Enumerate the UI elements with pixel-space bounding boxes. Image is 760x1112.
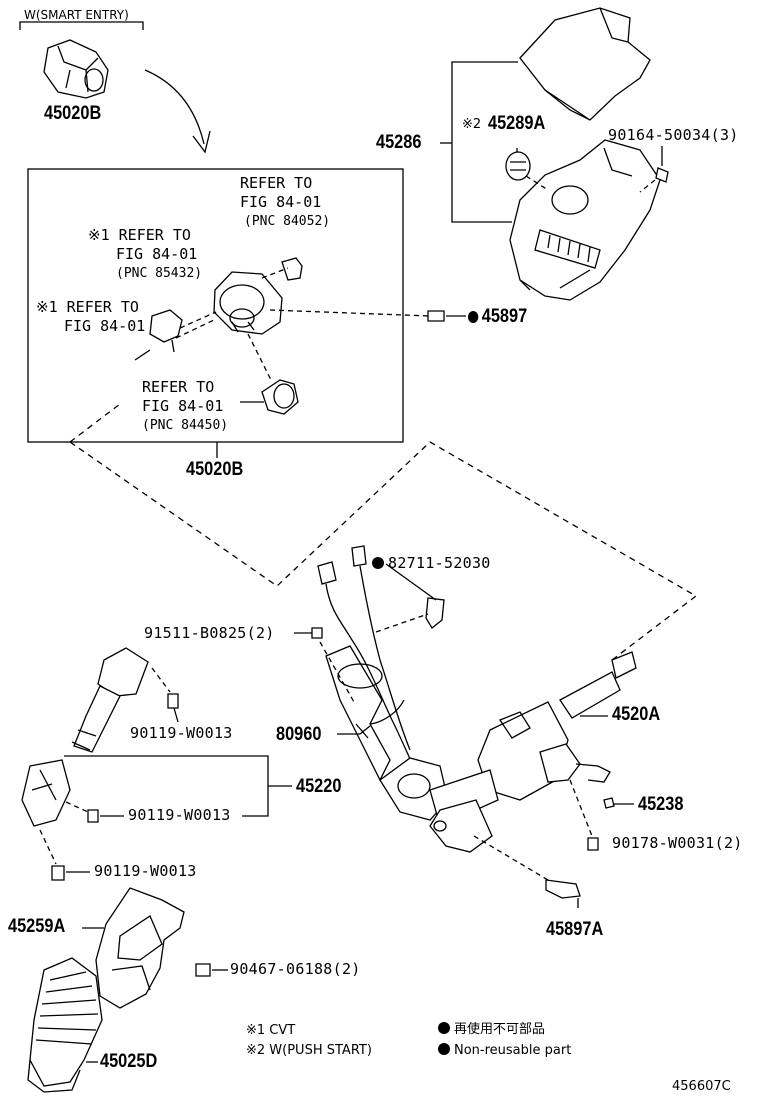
part-number-45286[interactable]: 45286: [376, 132, 422, 153]
part-number-4520a[interactable]: 4520A: [612, 704, 661, 725]
part-number-45897a[interactable]: 45897A: [546, 919, 604, 940]
steering-column-drawing: [325, 645, 637, 853]
screw-91511: [311, 627, 323, 639]
legend-cvt: ※1 CVT: [246, 1023, 296, 1038]
switch-85432: [149, 309, 183, 353]
refer-note-cvt: ※1 REFER TO FIG 84-01: [36, 298, 146, 335]
part-number-45025d[interactable]: 45025D: [100, 1051, 158, 1072]
part-number-90467[interactable]: 90467-06188(2): [230, 960, 361, 978]
screw-90164: [655, 167, 669, 183]
refer-note-84052: REFER TO FIG 84-01 (PNC 84052): [240, 174, 331, 229]
part-number-45238[interactable]: 45238: [638, 794, 684, 815]
refer-note-85432: ※1 REFER TO FIG 84-01 (PNC 85432): [88, 226, 203, 281]
part-number-90119-top[interactable]: 90119-W0013: [130, 724, 233, 742]
bolt-45897a: [545, 879, 581, 899]
part-number-90119-mid[interactable]: 90119-W0013: [128, 806, 231, 824]
part-number-80960[interactable]: 80960: [276, 724, 322, 745]
smart-entry-label: W(SMART ENTRY): [24, 8, 129, 22]
dashed-outline: [69, 403, 698, 661]
smart-entry-bracket: [19, 21, 144, 30]
arrow-head: [192, 130, 211, 154]
push-start-mark: ※2: [462, 117, 482, 132]
legend-non-reusable-en: Non-reusable part: [438, 1043, 571, 1057]
push-button-45289a: [505, 151, 531, 181]
key-cylinder-84450: [261, 379, 299, 415]
nut-90178: [587, 837, 599, 851]
wire-harness-drawing: [317, 545, 421, 781]
part-number-45020b-box[interactable]: 45020B: [186, 459, 244, 480]
connector-84052: [281, 257, 303, 281]
legend-push-start: ※2 W(PUSH START): [246, 1043, 372, 1058]
lock-cylinder-drawing: [213, 271, 283, 335]
legend-non-reusable-jp: 再使用不可部品: [438, 1022, 545, 1036]
part-number-91511[interactable]: 91511-B0825(2): [144, 624, 275, 642]
part-45238: [603, 797, 615, 809]
arrow-curve: [144, 69, 205, 145]
bolt-45897: [427, 310, 445, 322]
switch-assembly-box: [27, 168, 404, 443]
smart-entry-switch-drawing: [43, 39, 109, 99]
part-number-90178[interactable]: 90178-W0031(2): [612, 834, 743, 852]
part-number-90164[interactable]: 90164-50034(3): [608, 126, 739, 144]
part-number-45259a[interactable]: 45259A: [8, 916, 66, 937]
part-number-90119-bottom[interactable]: 90119-W0013: [94, 862, 197, 880]
refer-note-84450: REFER TO FIG 84-01 (PNC 84450): [142, 378, 229, 433]
part-number-45220[interactable]: 45220: [296, 776, 342, 797]
clip-82711: [425, 597, 445, 629]
part-number-45020b-top[interactable]: 45020B: [44, 103, 102, 124]
part-number-45289a[interactable]: 45289A: [488, 113, 546, 134]
column-cover-drawing: [509, 7, 661, 301]
part-number-45897[interactable]: 45897: [468, 307, 527, 326]
part-number-82711[interactable]: 82711-52030: [372, 556, 491, 571]
cover-bracket: [451, 61, 518, 223]
boot-45025d: [27, 957, 103, 1093]
diagram-id: 456607C: [672, 1079, 731, 1094]
hole-cover-45259a: [95, 887, 185, 1009]
intermediate-shaft-drawing: [21, 647, 149, 827]
